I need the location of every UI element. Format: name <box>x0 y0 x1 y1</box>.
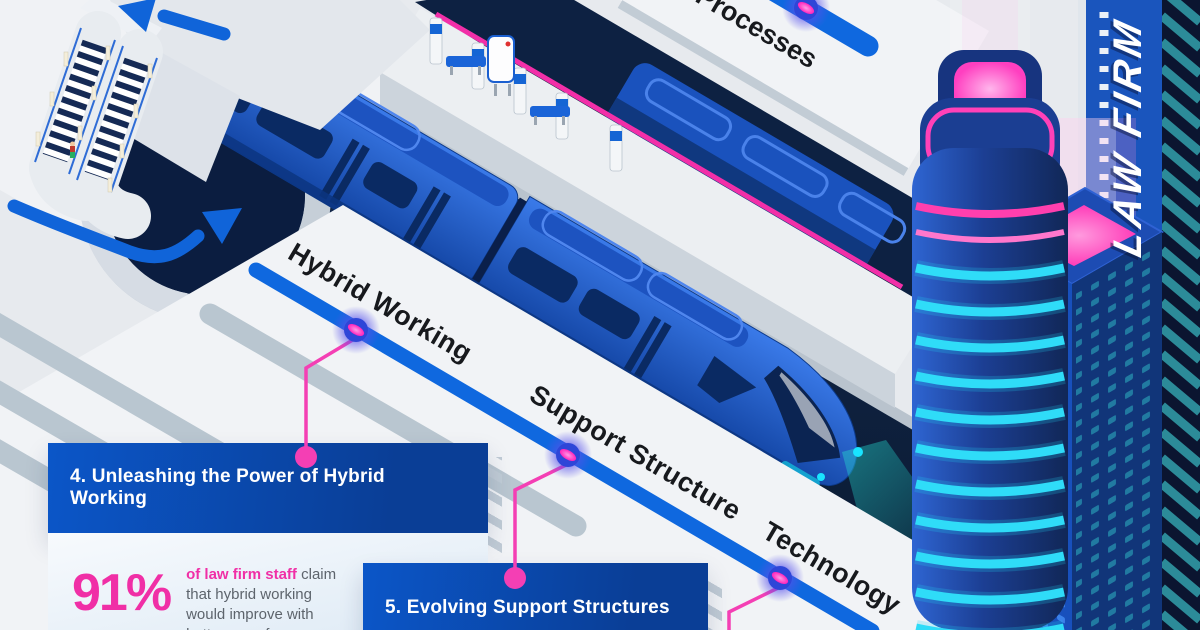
stat-description: of law firm staff claim that hybrid work… <box>186 566 337 630</box>
card-support-structures: 5. Evolving Support Structures <box>363 563 708 630</box>
striped-glow-tower <box>912 0 1068 630</box>
passenger-figure <box>70 141 75 147</box>
stat-percentage: 91% <box>72 564 172 622</box>
train-headlight <box>817 473 825 481</box>
train-headlight <box>853 447 863 457</box>
escalator-lamps <box>35 45 153 193</box>
arrow-up-left-icon <box>118 0 231 41</box>
law-firm-sign: LAW FIRM <box>1106 12 1150 261</box>
tunnel-surround-wall <box>110 0 430 130</box>
platform-bench <box>530 106 570 125</box>
escalators-illustration <box>29 0 240 239</box>
platform-pillars <box>429 17 623 172</box>
platform-sign-board <box>487 35 515 96</box>
card4-title: 4. Unleashing the Power of Hybrid Workin… <box>48 443 488 533</box>
hazard-stripe-column <box>1162 0 1200 630</box>
platform-bench <box>446 56 486 75</box>
stat-highlight: of law firm staff <box>186 566 297 583</box>
arrow-turn-right-icon <box>7 199 242 264</box>
card5-title: 5. Evolving Support Structures <box>363 563 708 630</box>
